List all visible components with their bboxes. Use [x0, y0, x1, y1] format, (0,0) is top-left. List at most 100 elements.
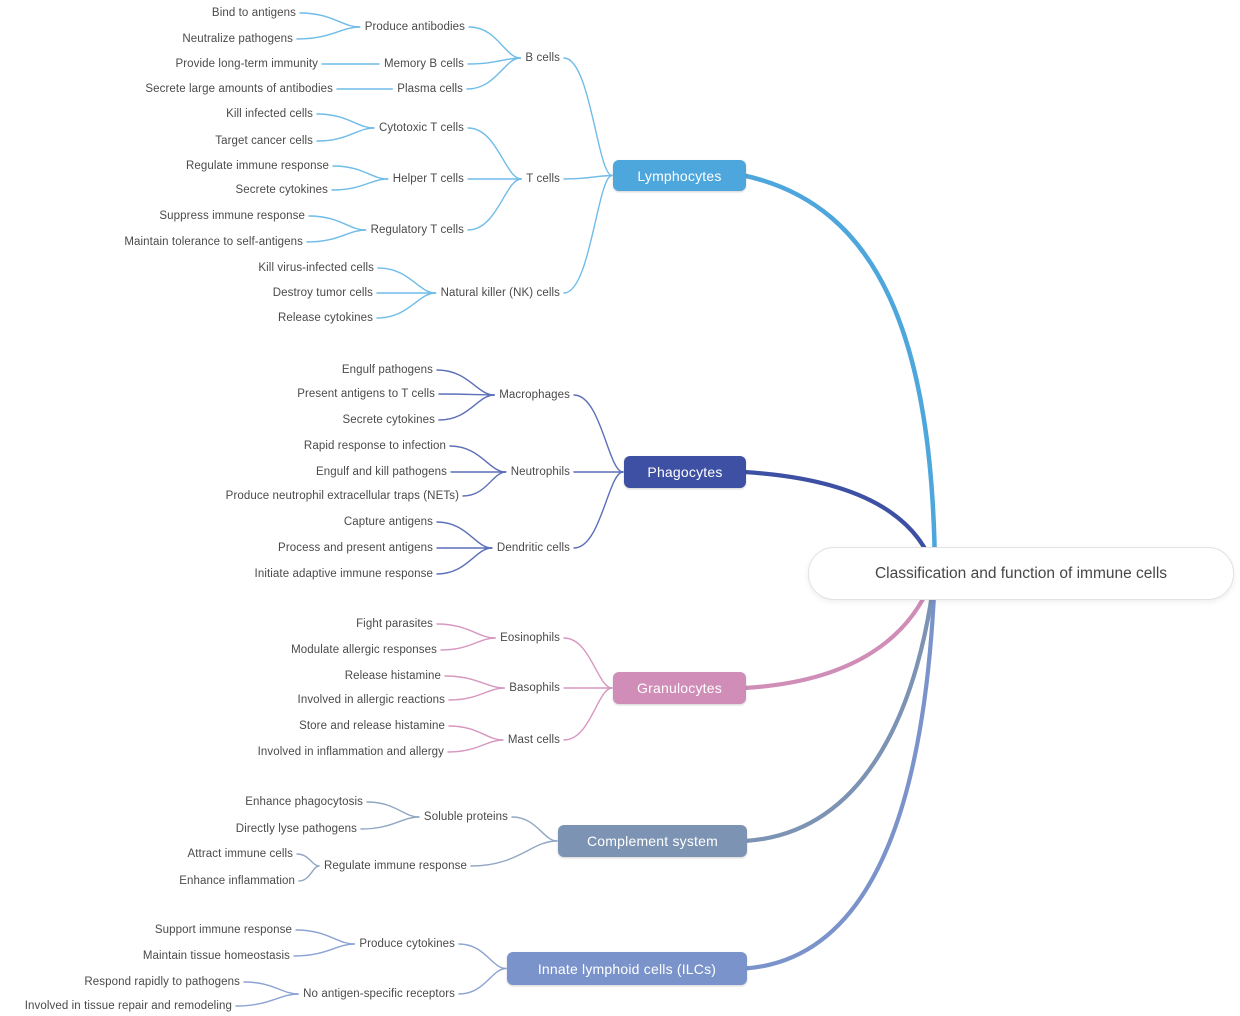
connector [448, 687, 505, 701]
node-target-cancer-cells[interactable]: Target cancer cells [215, 135, 313, 147]
node-capture-antigens[interactable]: Capture antigens [343, 516, 433, 528]
connector [438, 393, 495, 396]
branch-node-lymphocytes[interactable]: Lymphocytes [613, 160, 746, 191]
connector [243, 981, 299, 995]
branch-node-label: Complement system [587, 833, 718, 849]
node-b-cells[interactable]: B cells [525, 52, 560, 64]
node-regulate-immune-response[interactable]: Regulate immune response [323, 860, 467, 872]
connector [316, 127, 375, 142]
node-no-antigen-specific-receptors[interactable]: No antigen-specific receptors [303, 988, 455, 1000]
node-enhance-phagocytosis[interactable]: Enhance phagocytosis [245, 796, 363, 808]
connector [235, 993, 299, 1007]
node-kill-infected-cells[interactable]: Kill infected cells [226, 108, 313, 120]
connector [449, 445, 507, 473]
connector [563, 174, 613, 180]
node-mast-cells[interactable]: Mast cells [507, 734, 560, 746]
connector [573, 394, 624, 473]
connector [448, 725, 504, 741]
connector [360, 816, 420, 830]
node-kill-virus-infected-cells[interactable]: Kill virus-infected cells [258, 262, 374, 274]
node-secrete-cytokines[interactable]: Secrete cytokines [342, 414, 435, 426]
connector [563, 57, 613, 177]
node-neutralize-pathogens[interactable]: Neutralize pathogens [182, 33, 293, 45]
node-soluble-proteins[interactable]: Soluble proteins [423, 811, 508, 823]
root-node[interactable]: Classification and function of immune ce… [808, 547, 1234, 600]
node-fight-parasites[interactable]: Fight parasites [356, 618, 433, 630]
connector [296, 853, 320, 867]
node-support-immune-response[interactable]: Support immune response [154, 924, 292, 936]
connector [563, 687, 613, 741]
connector [306, 229, 367, 243]
node-secrete-cytokines[interactable]: Secrete cytokines [235, 184, 328, 196]
node-rapid-response-to-infection[interactable]: Rapid response to infection [303, 440, 446, 452]
connector [436, 547, 493, 575]
connector [466, 57, 522, 90]
node-release-cytokines[interactable]: Release cytokines [277, 312, 373, 324]
node-basophils[interactable]: Basophils [509, 682, 560, 694]
node-modulate-allergic-responses[interactable]: Modulate allergic responses [291, 644, 437, 656]
node-cytotoxic-t-cells[interactable]: Cytotoxic T cells [379, 122, 464, 134]
node-regulate-immune-response[interactable]: Regulate immune response [185, 160, 329, 172]
node-respond-rapidly-to-pathogens[interactable]: Respond rapidly to pathogens [84, 976, 240, 988]
node-store-and-release-histamine[interactable]: Store and release histamine [299, 720, 445, 732]
node-produce-cytokines[interactable]: Produce cytokines [359, 938, 455, 950]
connector [563, 637, 613, 689]
node-maintain-tolerance-to-self-antigens[interactable]: Maintain tolerance to self-antigens [124, 236, 303, 248]
connector [298, 865, 320, 882]
connector [743, 173, 938, 573]
connector [295, 929, 356, 945]
node-helper-t-cells[interactable]: Helper T cells [392, 173, 464, 185]
node-regulatory-t-cells[interactable]: Regulatory T cells [370, 224, 464, 236]
connector [462, 471, 507, 497]
node-involved-in-inflammation-and-allergy[interactable]: Involved in inflammation and allergy [257, 746, 444, 758]
node-destroy-tumor-cells[interactable]: Destroy tumor cells [272, 287, 373, 299]
node-release-histamine[interactable]: Release histamine [344, 670, 441, 682]
node-involved-in-tissue-repair-and-remodeling[interactable]: Involved in tissue repair and remodeling [24, 1000, 232, 1012]
root-node-label: Classification and function of immune ce… [874, 564, 1168, 582]
connector [744, 571, 938, 844]
node-engulf-pathogens[interactable]: Engulf pathogens [341, 364, 433, 376]
node-dendritic-cells[interactable]: Dendritic cells [496, 542, 570, 554]
node-produce-antibodies[interactable]: Produce antibodies [364, 21, 465, 33]
branch-node-complement-system[interactable]: Complement system [558, 825, 747, 857]
node-t-cells[interactable]: T cells [526, 173, 560, 185]
connector [467, 127, 522, 180]
node-directly-lyse-pathogens[interactable]: Directly lyse pathogens [235, 823, 357, 835]
branch-node-granulocytes[interactable]: Granulocytes [613, 672, 746, 704]
node-eosinophils[interactable]: Eosinophils [500, 632, 560, 644]
branch-node-label: Phagocytes [647, 464, 723, 480]
branch-node-innate-lymphoid-cells-ilcs[interactable]: Innate lymphoid cells (ILCs) [507, 952, 747, 985]
branch-node-phagocytes[interactable]: Phagocytes [624, 456, 746, 488]
connector [511, 816, 558, 842]
node-macrophages[interactable]: Macrophages [499, 389, 570, 401]
node-natural-killer-nk-cells[interactable]: Natural killer (NK) cells [440, 287, 560, 299]
node-secrete-large-amounts-of-antibodies[interactable]: Secrete large amounts of antibodies [145, 83, 333, 95]
node-produce-neutrophil-extracellular-traps-nets[interactable]: Produce neutrophil extracellular traps (… [225, 490, 459, 502]
connector [447, 739, 504, 753]
node-engulf-and-kill-pathogens[interactable]: Engulf and kill pathogens [315, 466, 447, 478]
connector [458, 967, 507, 995]
node-process-and-present-antigens[interactable]: Process and present antigens [278, 542, 433, 554]
node-provide-long-term-immunity[interactable]: Provide long-term immunity [175, 58, 318, 70]
node-suppress-immune-response[interactable]: Suppress immune response [159, 210, 305, 222]
node-present-antigens-to-t-cells[interactable]: Present antigens to T cells [297, 388, 435, 400]
branch-node-label: Innate lymphoid cells (ILCs) [537, 960, 717, 977]
connector [436, 369, 495, 396]
branch-node-label: Granulocytes [637, 680, 722, 696]
connector [293, 943, 356, 957]
node-memory-b-cells[interactable]: Memory B cells [384, 58, 464, 70]
node-initiate-adaptive-immune-response[interactable]: Initiate adaptive immune response [254, 568, 433, 580]
connector [296, 26, 361, 40]
connector [573, 471, 624, 549]
node-attract-immune-cells[interactable]: Attract immune cells [187, 848, 293, 860]
node-plasma-cells[interactable]: Plasma cells [397, 83, 463, 95]
connector [436, 623, 496, 639]
node-maintain-tissue-homeostasis[interactable]: Maintain tissue homeostasis [142, 950, 290, 962]
node-neutrophils[interactable]: Neutrophils [510, 466, 570, 478]
node-involved-in-allergic-reactions[interactable]: Involved in allergic reactions [297, 694, 445, 706]
node-enhance-inflammation[interactable]: Enhance inflammation [179, 875, 295, 887]
connector [467, 178, 522, 231]
node-bind-to-antigens[interactable]: Bind to antigens [211, 7, 296, 19]
